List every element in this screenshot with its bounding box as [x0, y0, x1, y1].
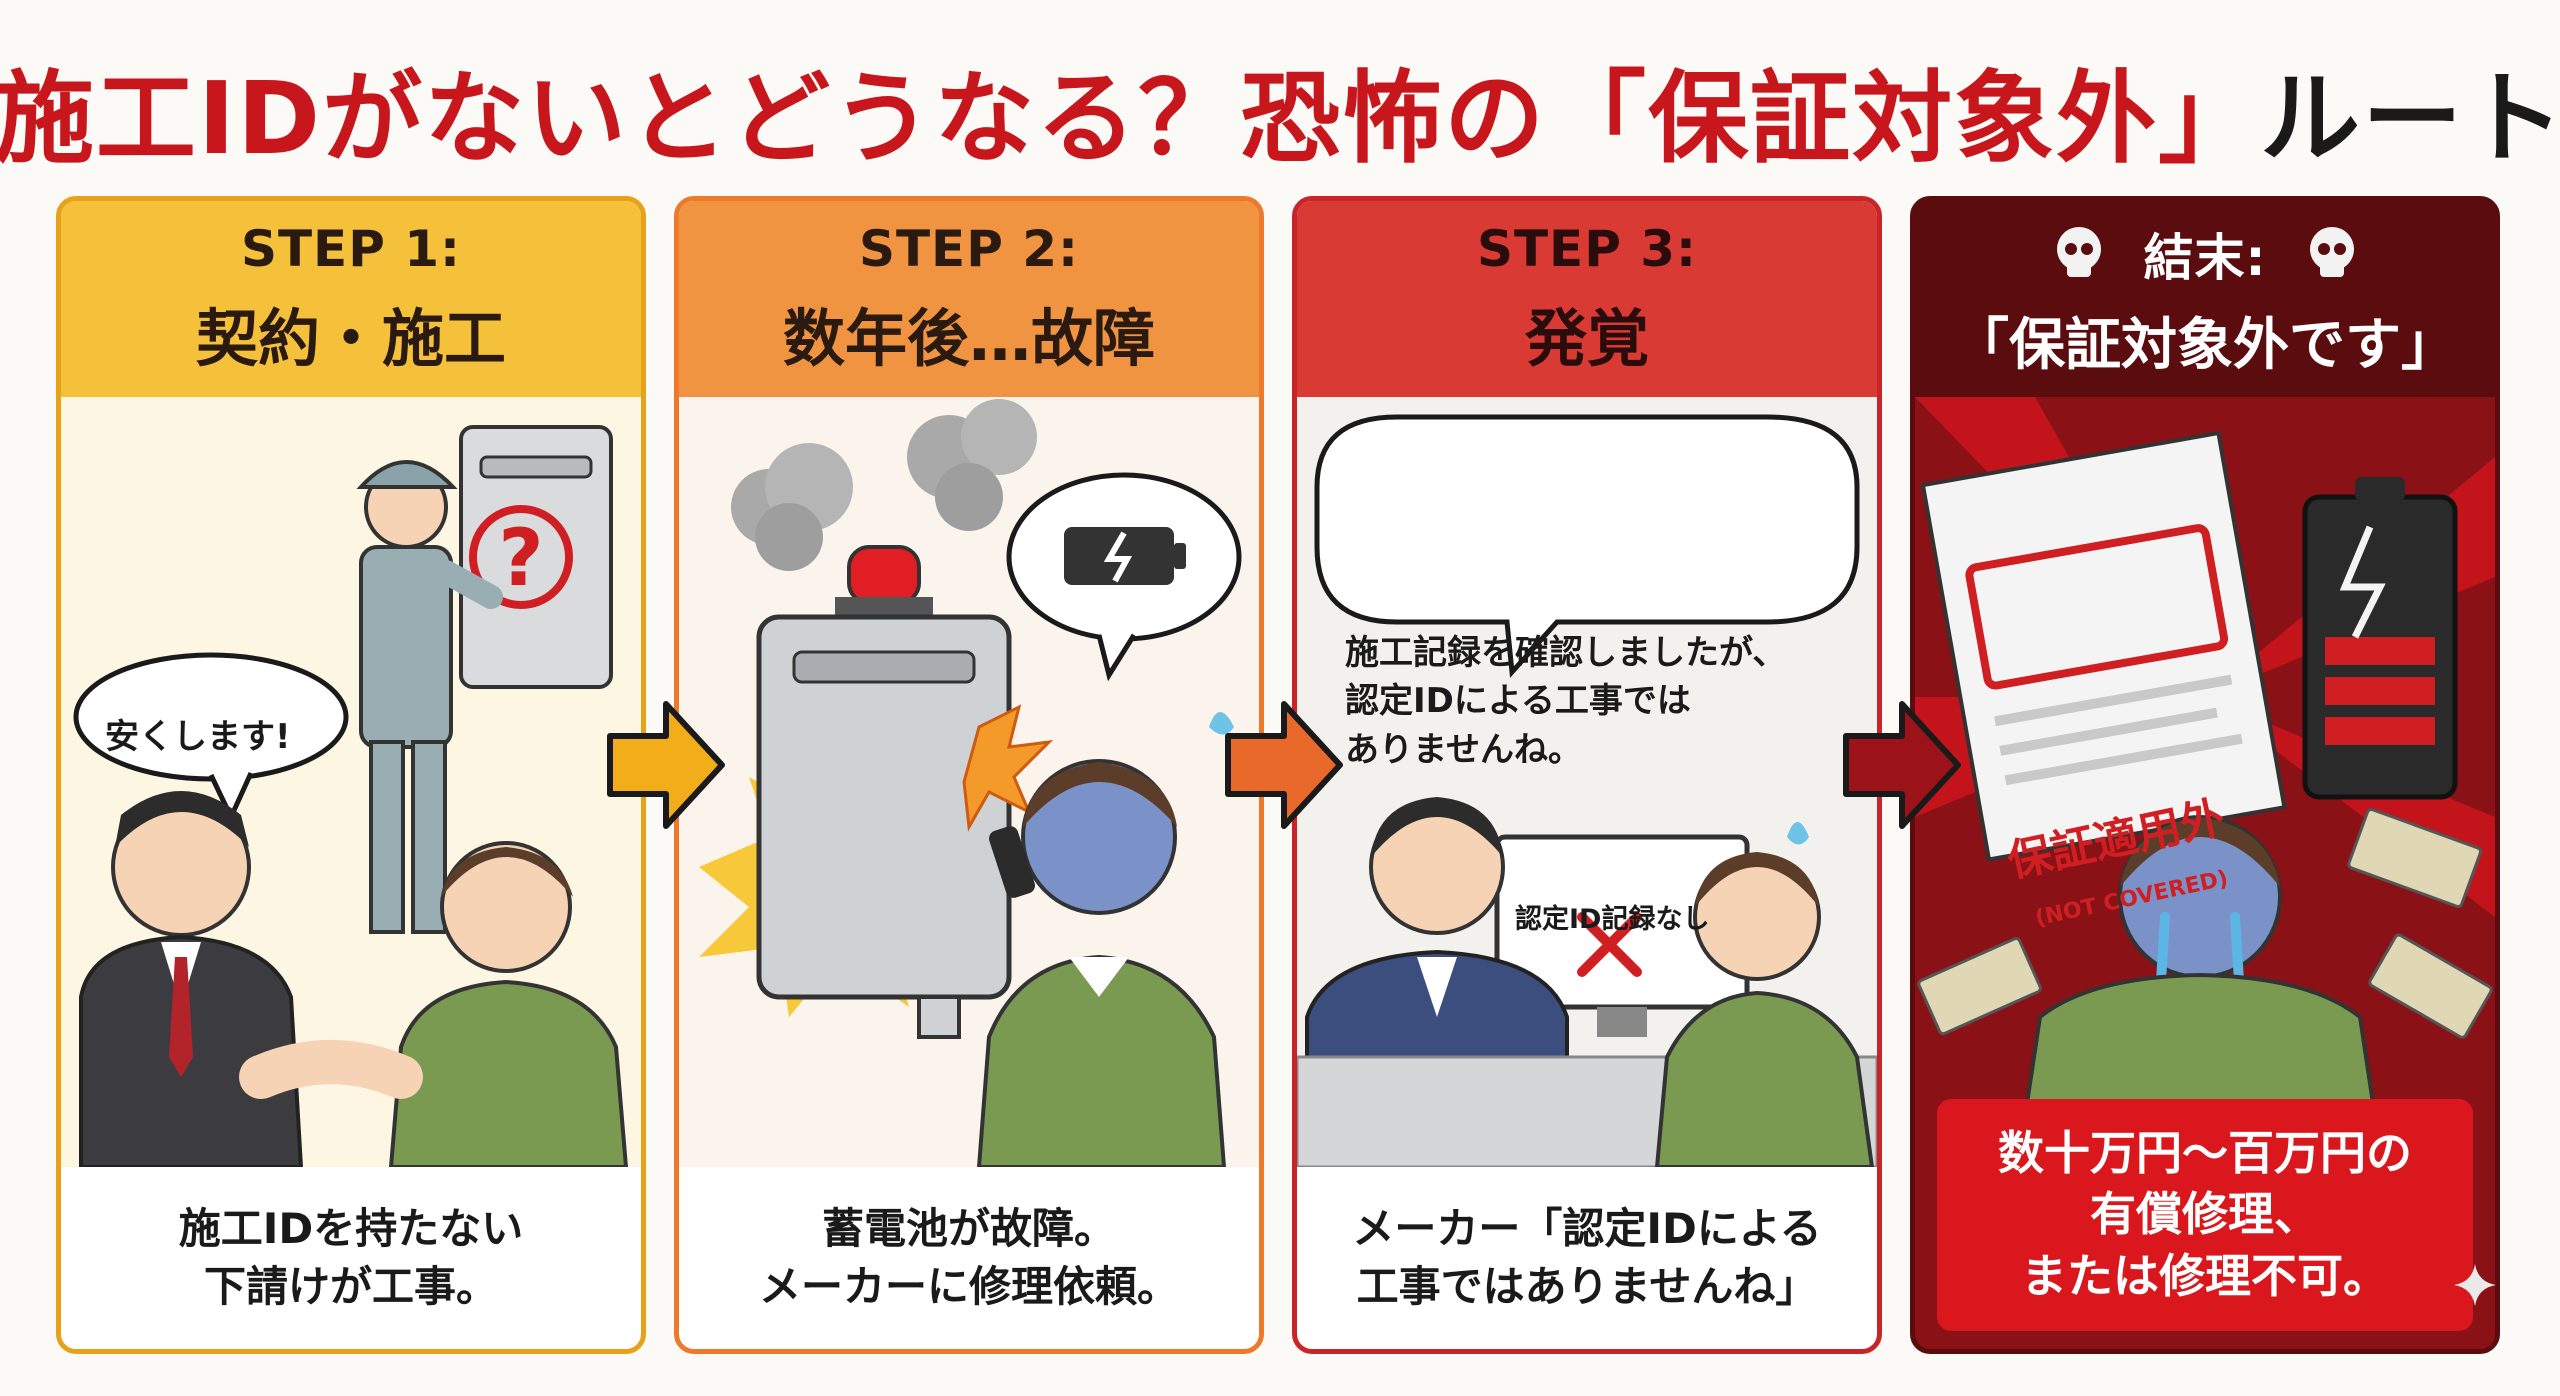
step-3-caption: メーカー「認定IDによる 工事ではありませんね」	[1352, 1204, 1822, 1311]
ending-panel: 結末: 「保証対象外です」	[1910, 196, 2500, 1354]
step-3-speech: 施工記録を確認しましたが、 認定IDによる工事では ありませんね。	[1345, 633, 1787, 770]
step-2-title: 数年後…故障	[782, 302, 1155, 375]
svg-text:?: ?	[498, 514, 543, 604]
title-part3: ルート	[2260, 59, 2560, 177]
title-part2: 「保証対象外」	[1546, 59, 2261, 177]
step-3-title: 発覚	[1524, 302, 1649, 375]
skull-icon	[2309, 226, 2354, 277]
discovery-scene	[1297, 414, 1877, 1167]
step-3-header: STEP 3: 発覚	[1297, 201, 1877, 397]
step-1-illustration: ? 安くします!	[61, 397, 641, 1167]
cross-icon	[1577, 912, 1642, 977]
step-3-label: STEP 3:	[1476, 220, 1698, 278]
step-1-label: STEP 1:	[240, 220, 462, 278]
not-covered-scene	[1915, 397, 2495, 1119]
step-2-header: STEP 2: 数年後…故障	[679, 201, 1259, 397]
step-2-panel: STEP 2: 数年後…故障	[674, 196, 1264, 1354]
step-2-illustration	[679, 397, 1259, 1167]
arrow-icon	[1225, 701, 1343, 829]
step-1-speech: 安くします!	[105, 717, 291, 757]
ending-title: 「保証対象外です」	[1953, 312, 2457, 378]
title-part1: 施工IDがないとどうなる？恐怖の	[0, 59, 1547, 177]
step-1-header: STEP 1: 契約・施工	[61, 201, 641, 397]
contract-scene: ?	[73, 425, 629, 1167]
arrow-icon	[1843, 701, 1961, 829]
sparkle-icon	[2454, 1264, 2496, 1306]
skull-icon	[2056, 226, 2101, 277]
arrow-icon	[607, 701, 725, 829]
step-3-sign: 認定ID記録なし	[1515, 904, 1710, 935]
ending-label-row: 結末:	[2048, 218, 2363, 290]
ending-label: 結末:	[2143, 228, 2267, 287]
battery-icon	[1064, 527, 1186, 585]
title-text: 施工IDがないとどうなる？恐怖の「保証対象外」ルート	[0, 37, 2560, 182]
step-2-caption: 蓄電池が故障。 メーカーに修理依頼。	[758, 1204, 1179, 1311]
page-title: 施工IDがないとどうなる？恐怖の「保証対象外」ルート	[0, 34, 2560, 184]
ending-caption: 数十万円〜百万円の 有償修理、 または修理不可。	[1937, 1099, 2473, 1331]
question-icon	[469, 505, 573, 609]
step-3-illustration: 施工記録を確認しましたが、 認定IDによる工事では ありませんね。 認定ID記録…	[1297, 397, 1877, 1167]
step-1-title: 契約・施工	[195, 302, 506, 375]
step-2-label: STEP 2:	[858, 220, 1080, 278]
ending-header: 結末: 「保証対象外です」	[1915, 201, 2495, 397]
step-3-panel: STEP 3: 発覚 施工記録を確認しましたが、 認定IDによる工事	[1292, 196, 1882, 1354]
step-1-caption: 施工IDを持たない 下請けが工事。	[178, 1204, 524, 1311]
step-1-panel: STEP 1: 契約・施工 ?	[56, 196, 646, 1354]
breakdown-scene	[699, 399, 1242, 1167]
